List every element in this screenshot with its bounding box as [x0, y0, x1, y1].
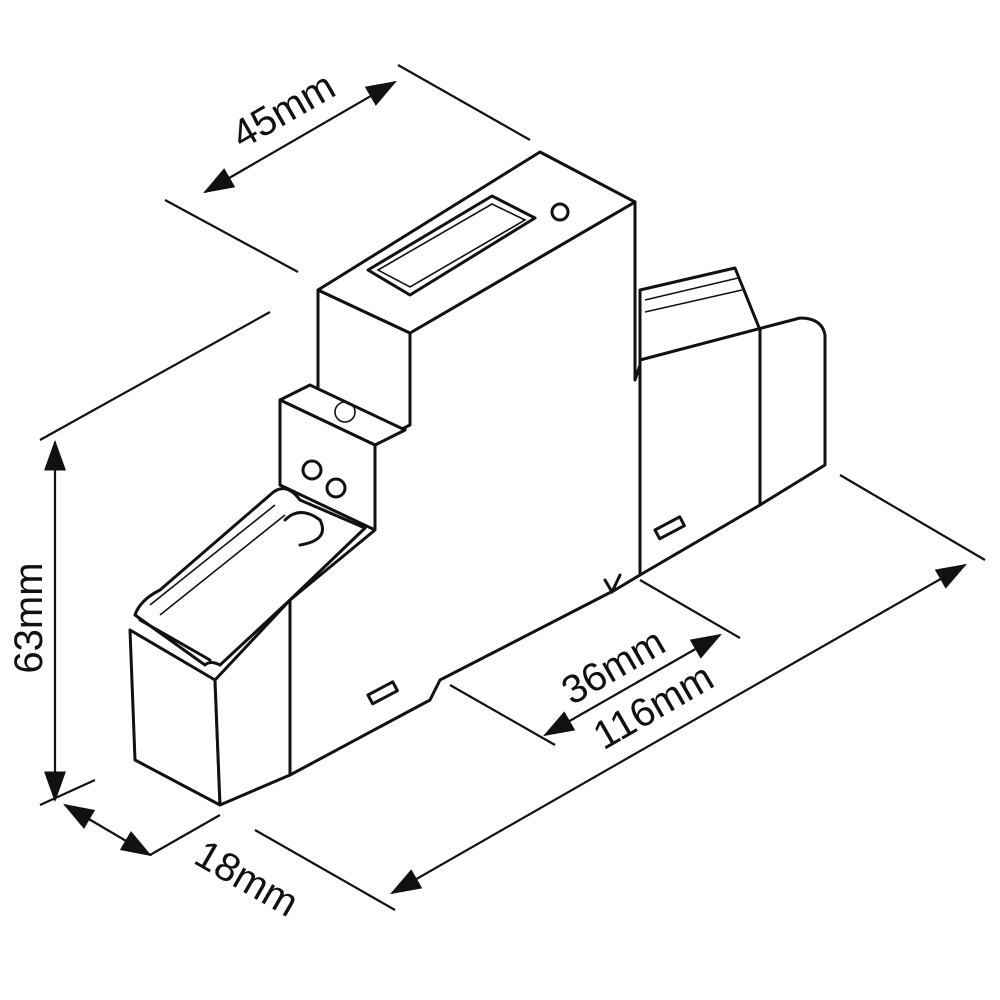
dim-63mm-label: 63mm [7, 562, 51, 673]
led-indicator [550, 202, 570, 222]
device-body [128, 150, 827, 807]
dim-18mm-label: 18mm [187, 832, 305, 926]
dimension-lines [39, 64, 986, 911]
display-window [366, 194, 537, 297]
dim-45mm-label: 45mm [224, 64, 342, 158]
terminal-screw [325, 477, 347, 499]
terminal-screw [301, 459, 323, 481]
